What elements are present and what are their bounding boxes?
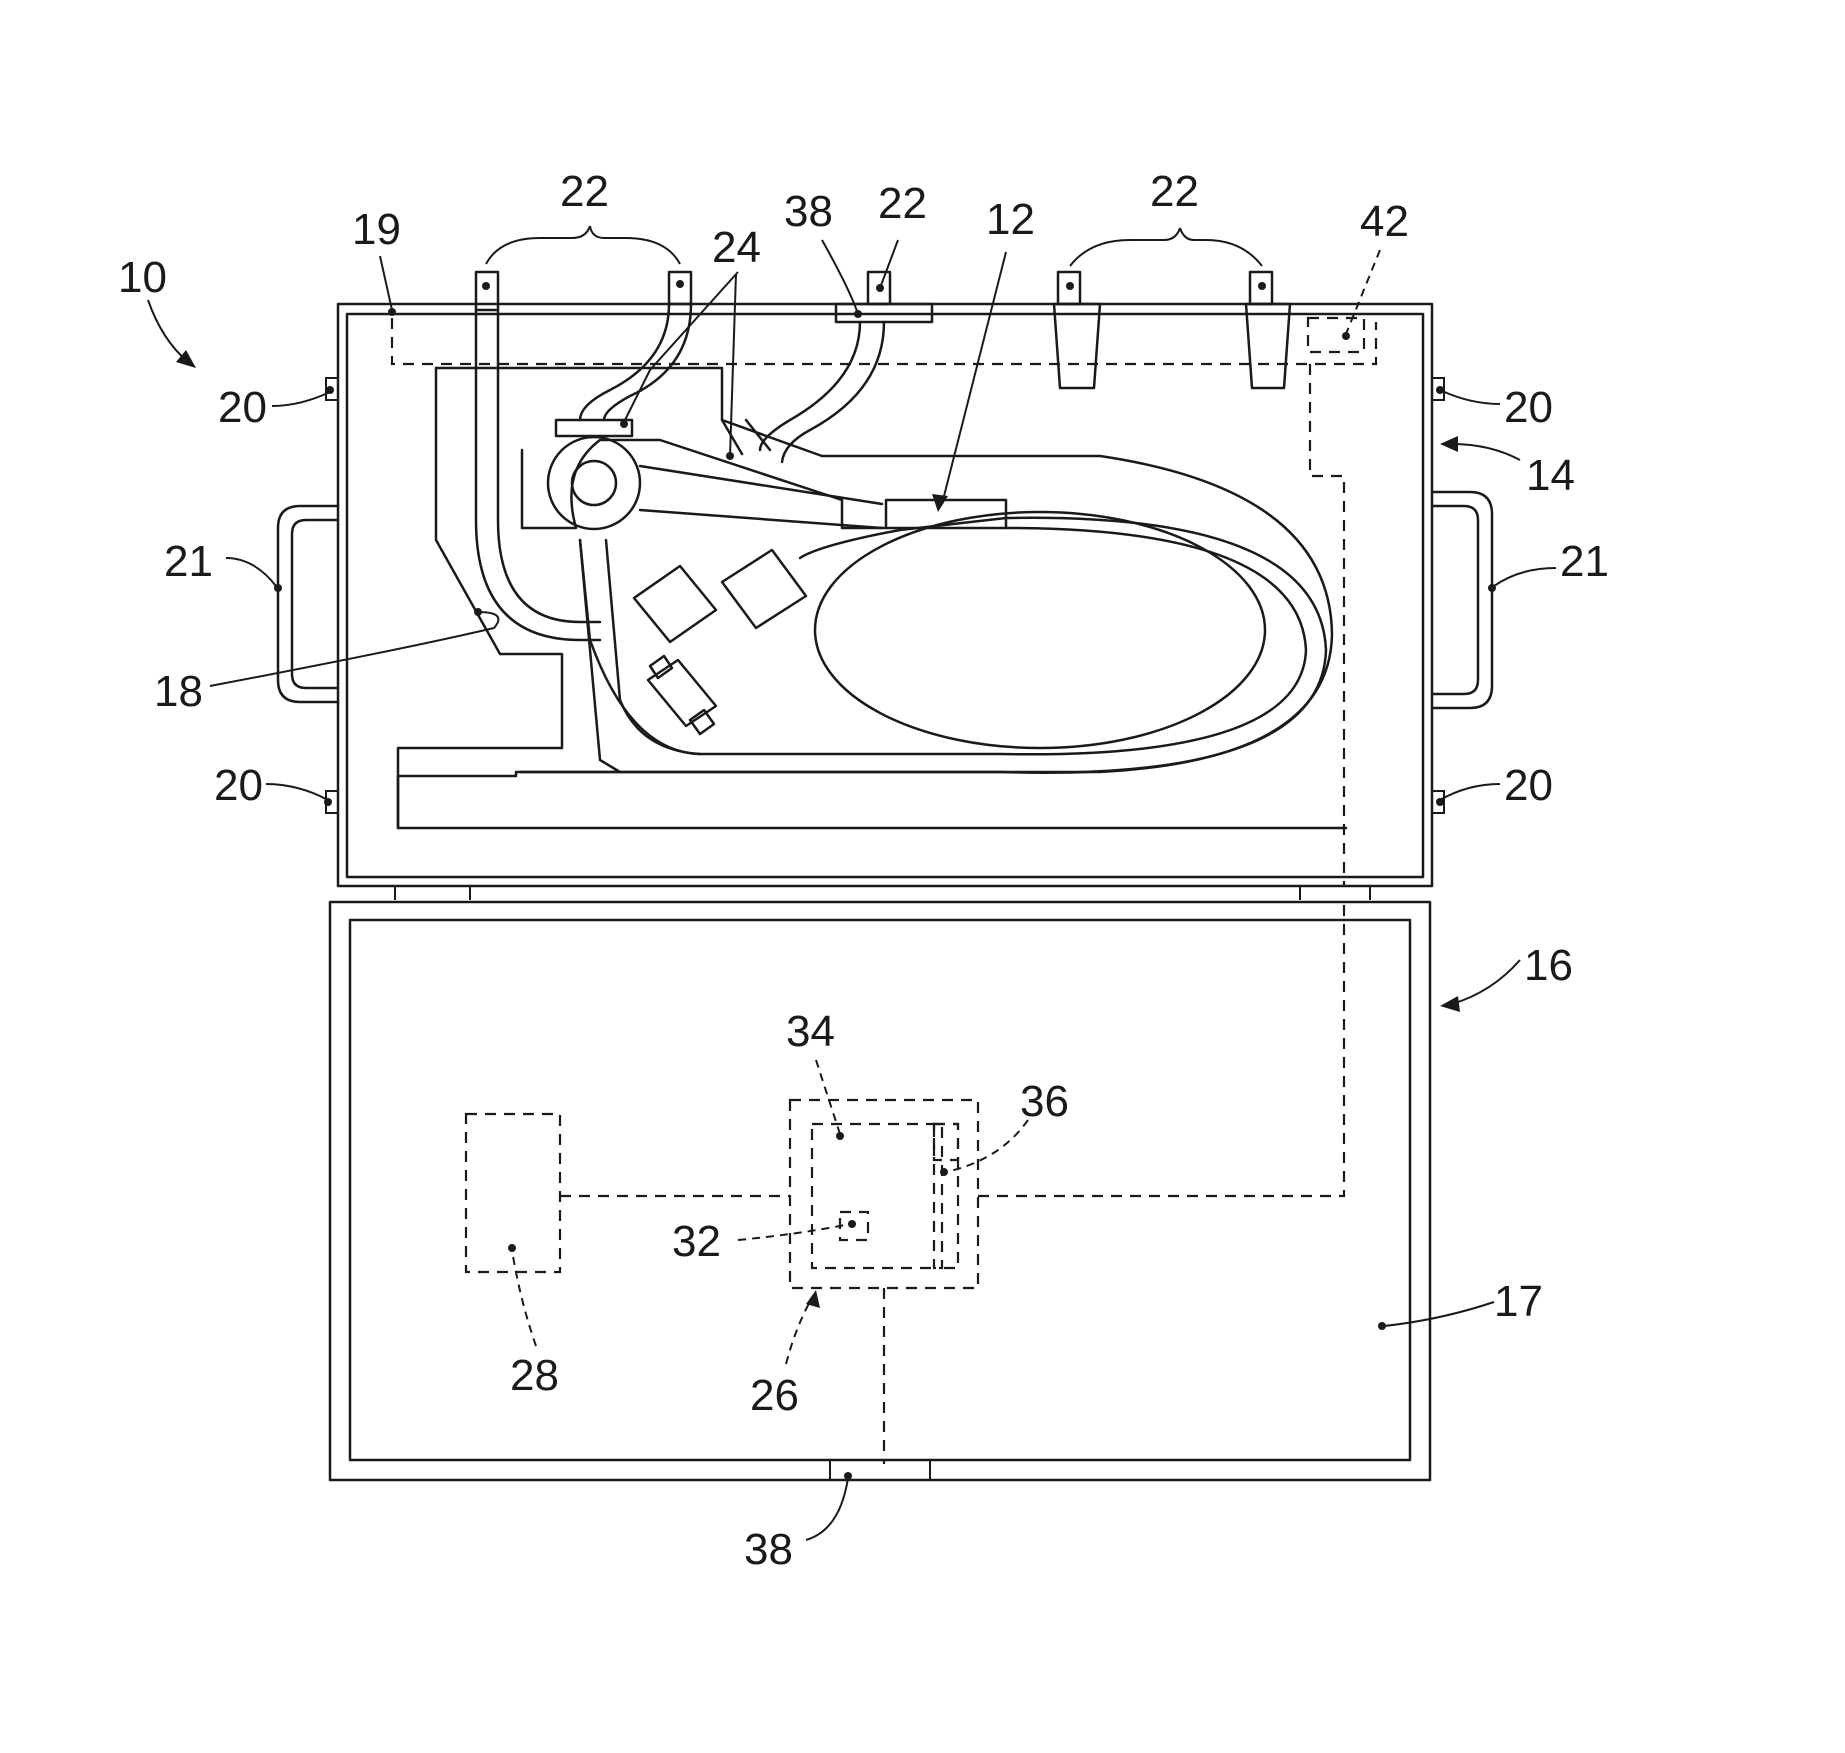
ref-20-left-bottom: 20 [214,761,263,810]
ref-21-left: 21 [164,537,213,586]
ref-24: 24 [712,223,761,272]
ref-16: 16 [1524,941,1573,990]
ref-22-left: 22 [560,167,609,216]
ref-26: 26 [750,1371,799,1420]
ref-32: 32 [672,1217,721,1266]
ref-10: 10 [118,253,167,302]
lid-conduit [392,318,1376,886]
valves [634,550,806,734]
ref-36: 36 [1020,1077,1069,1126]
ref-20-right-bottom: 20 [1504,761,1553,810]
ref-22-middle: 22 [878,179,927,228]
ref-18: 18 [154,667,203,716]
transceiver-36 [934,1124,958,1268]
insertion-tube-12 [520,512,1326,773]
ref-38-bottom: 38 [744,1525,793,1574]
ref-38-top: 38 [784,187,833,236]
ref-20-left-top: 20 [218,383,267,432]
module-26 [790,1100,978,1288]
ref-34: 34 [786,1007,835,1056]
ref-19: 19 [352,205,401,254]
ref-17: 17 [1494,1277,1543,1326]
lid-14 [338,304,1432,900]
right-handle [1432,492,1492,708]
ref-42: 42 [1360,197,1409,246]
ref-20-right-top: 20 [1504,383,1553,432]
ref-22-right: 22 [1150,167,1199,216]
ref-28: 28 [510,1351,559,1400]
left-handle [278,506,338,702]
reference-numerals: 10 19 22 24 38 22 12 22 42 20 20 14 21 2… [118,167,1609,1574]
ref-21-right: 21 [1560,537,1609,586]
ref-12: 12 [986,195,1035,244]
ref-14: 14 [1526,451,1575,500]
base-16 [330,902,1430,1480]
processor-34 [812,1124,942,1268]
electronics [466,902,1344,1464]
